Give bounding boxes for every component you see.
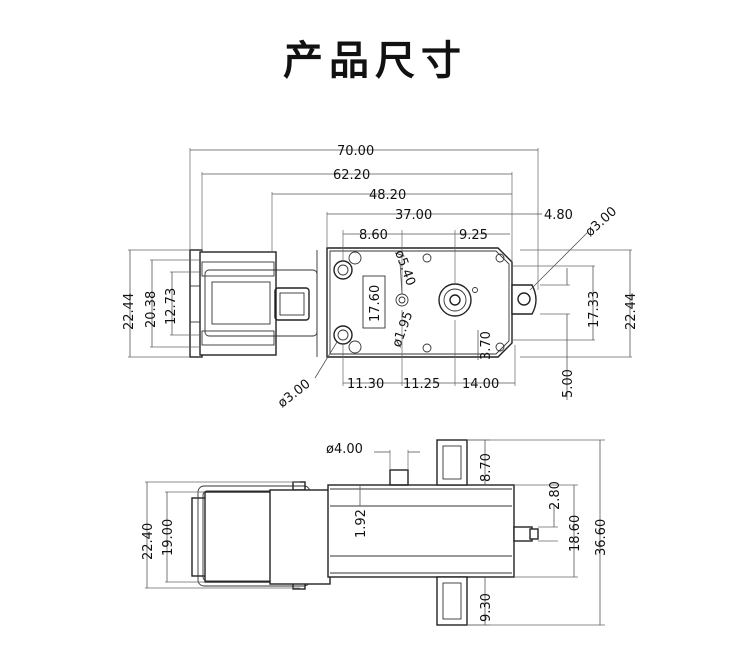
side-motor-cap — [191, 497, 207, 577]
dim-11-30: 11.30 — [347, 377, 384, 392]
dim-3-70: 3.70 — [479, 331, 494, 360]
motor-body — [199, 251, 277, 356]
output-shaft — [449, 294, 461, 306]
dim-9-25: 9.25 — [459, 228, 488, 243]
dim-1-92: 1.92 — [354, 509, 369, 538]
ear-bottom — [436, 576, 468, 626]
dim-48: 48.20 — [369, 188, 406, 203]
dim-4-80: 4.80 — [544, 208, 573, 223]
dim-tab-hole: ø3.00 — [583, 204, 620, 240]
small-hole-2 — [348, 340, 362, 354]
dim-36-60: 36.60 — [594, 519, 609, 556]
dim-17-33: 17.33 — [587, 291, 602, 328]
dim-20-38: 20.38 — [144, 291, 159, 328]
label-box — [362, 275, 386, 329]
ear-top — [436, 439, 468, 486]
side-neck — [269, 489, 331, 585]
dim-17-60: 17.60 — [368, 285, 383, 322]
top-view: 70.00 62.20 48.20 37.00 4.80 8.60 9.25 ø… — [122, 144, 639, 411]
side-motor-body — [204, 491, 272, 583]
side-view: 22.40 19.00 1.92 ø4.00 8.70 9.30 — [141, 439, 609, 626]
hole-bottom-left — [333, 325, 353, 345]
dim-8-70: 8.70 — [479, 453, 494, 482]
dim-62: 62.20 — [333, 168, 370, 183]
tab-hole — [517, 292, 531, 306]
page-title: 产品尺寸 — [283, 38, 467, 84]
motor-inner — [211, 281, 271, 325]
small-hole-6 — [495, 342, 505, 352]
motor-band-bottom — [201, 330, 275, 346]
dim-left-hole: ø3.00 — [275, 377, 313, 412]
mount-tab — [511, 284, 537, 315]
motor-band-top — [201, 261, 275, 277]
dim-9-30: 9.30 — [479, 593, 494, 622]
dim-2-80: 2.80 — [548, 481, 563, 510]
dim-18-60: 18.60 — [568, 515, 583, 552]
dim-22-40: 22.40 — [141, 523, 156, 560]
dim-pin-dia: ø4.00 — [326, 442, 363, 457]
dim-left-22-44: 22.44 — [122, 293, 137, 330]
dim-19-00: 19.00 — [161, 519, 176, 556]
dim-12-73: 12.73 — [164, 288, 179, 325]
gearbox-body — [326, 247, 513, 358]
small-hole-3 — [422, 253, 432, 263]
dim-right-22-44: 22.44 — [624, 293, 639, 330]
dim-11-25: 11.25 — [403, 377, 440, 392]
small-hole-4 — [422, 343, 432, 353]
side-gearbox — [327, 484, 515, 578]
motor-terminal-inner — [279, 292, 305, 316]
dim-14: 14.00 — [462, 377, 499, 392]
small-hole-5 — [495, 253, 505, 263]
side-shaft — [513, 526, 533, 542]
side-pin — [389, 469, 409, 486]
motor-terminal — [274, 287, 310, 321]
dim-5-00: 5.00 — [561, 369, 576, 398]
small-hole-1 — [348, 251, 362, 265]
dim-70: 70.00 — [337, 144, 374, 159]
dim-8-60: 8.60 — [359, 228, 388, 243]
dim-37: 37.00 — [395, 208, 432, 223]
